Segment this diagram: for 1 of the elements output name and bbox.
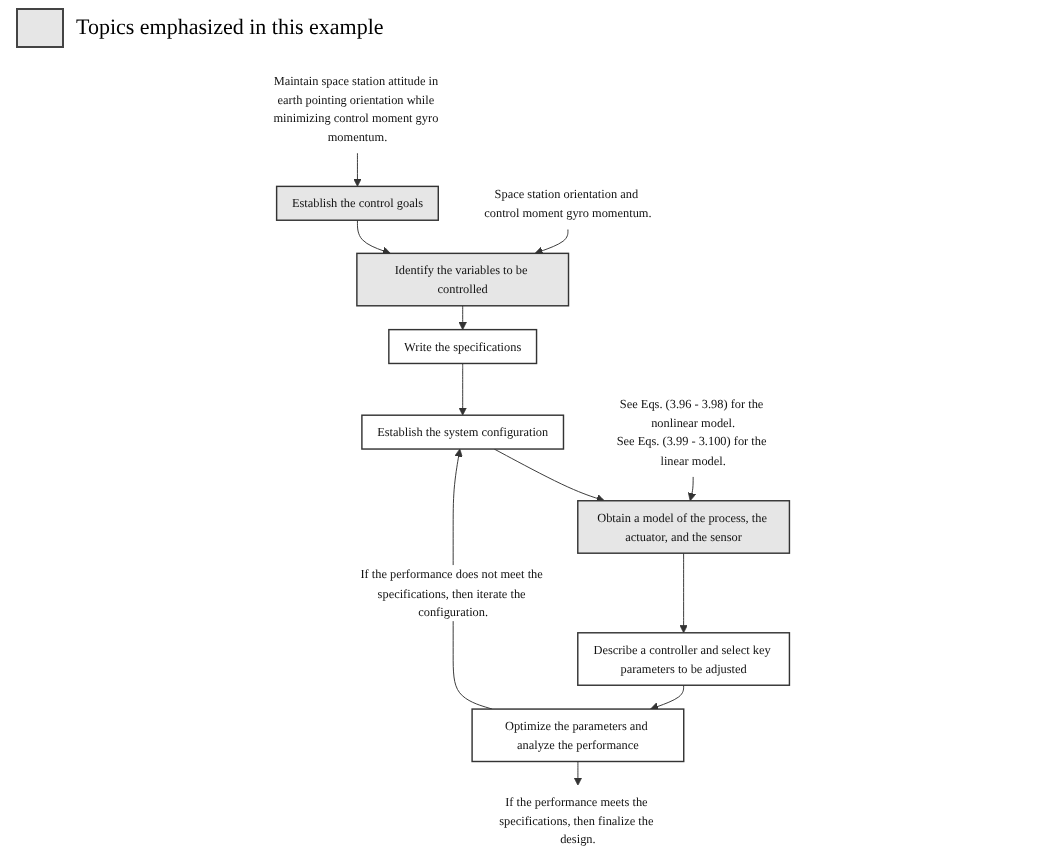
legend-text: Topics emphasized in this example bbox=[76, 16, 384, 40]
